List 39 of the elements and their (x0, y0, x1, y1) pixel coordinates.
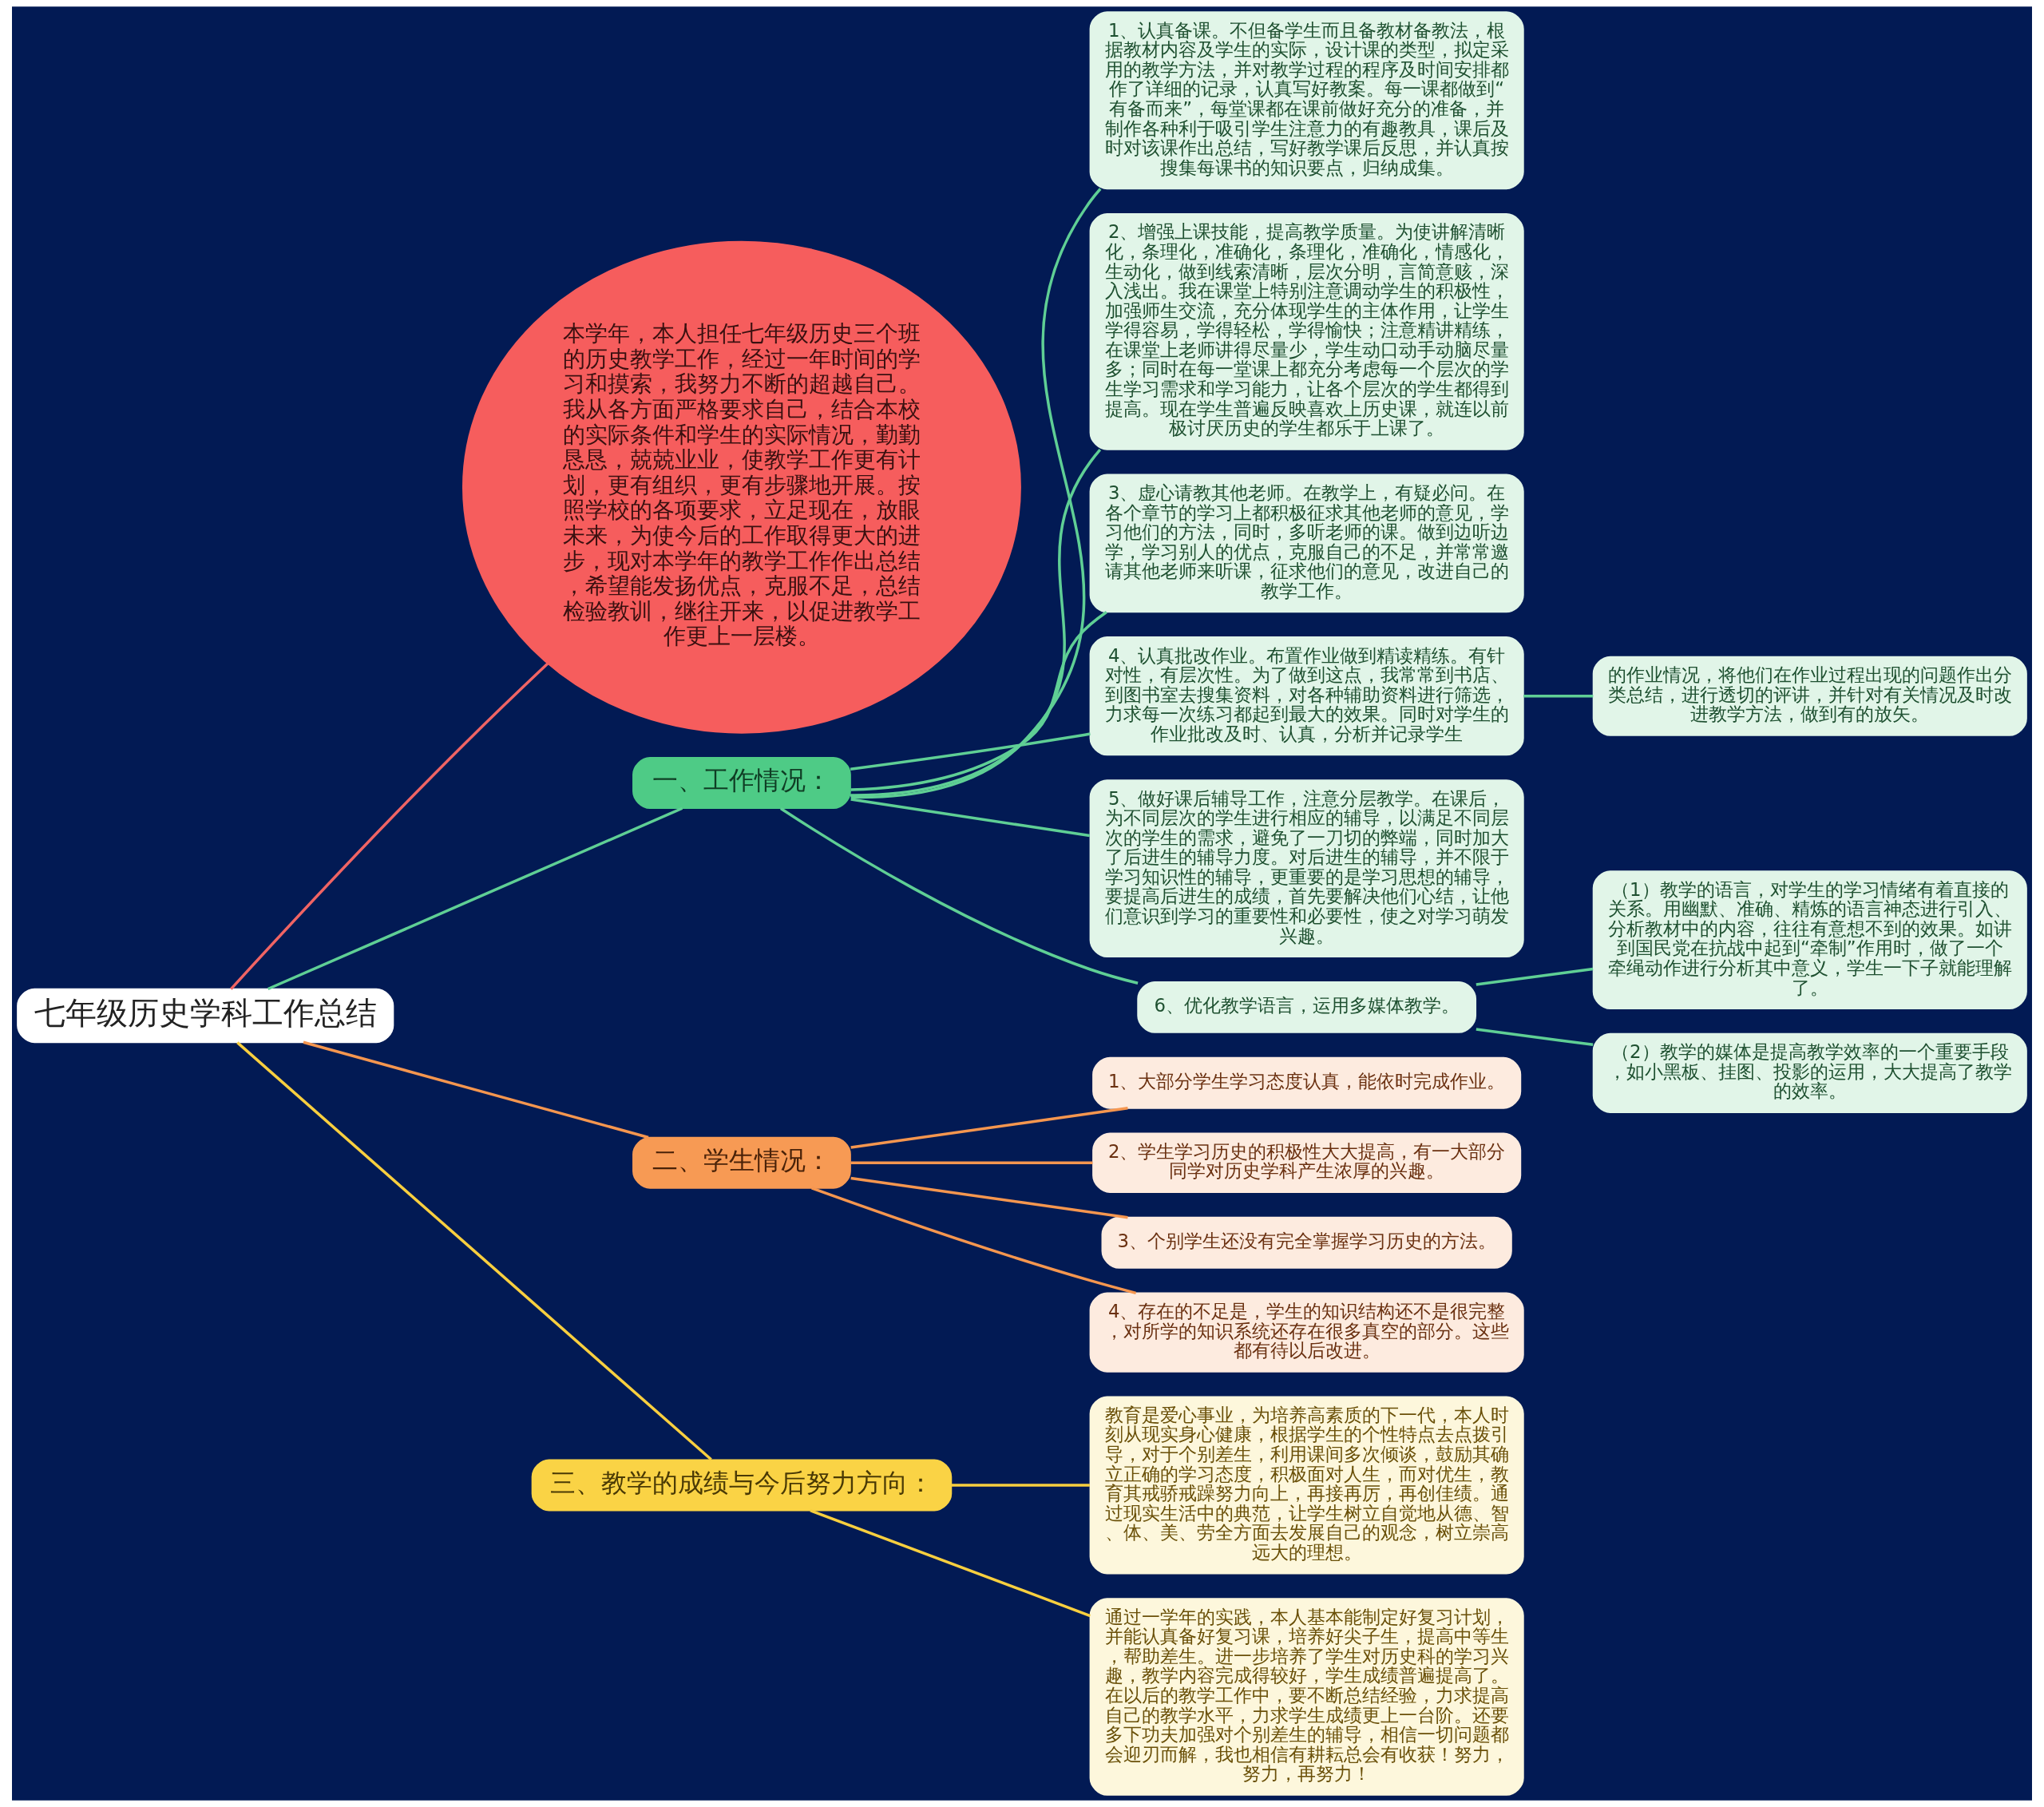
connector (303, 1040, 649, 1139)
node-box: （2）教学的媒体是提高教学效率的一个重要手段，如小黑板、挂图、投影的运用，大大提高了教学的效率。 (1592, 1032, 2027, 1113)
node-ellipse: 本学年，本人担任七年级历史三个班的历史教学工作，经过一年时间的学习和摸索，我努力不断的超越自己。我从各方面严格要求自己，结合本校的实际条件和学生的实际情况，勤勤恳恳，兢兢业业，使教学工作更有计划，更有组织，更有步骤地开展。按照学校的各项要求，立足现在，放眼未来，为使今后的工作取得更大的进步，现对本学年的教学工作作出总结，希望能发扬优点，克服不足，总结检验教训，继往开来，以促进教学工作更上一层楼。 (462, 240, 1021, 734)
node-box: 2、学生学习历史的积极性大大提高，有一大部分同学对历史学科产生浓厚的兴趣。 (1092, 1132, 1522, 1193)
connector (1476, 967, 1594, 986)
connector (850, 449, 1102, 797)
connector (267, 806, 683, 991)
node-box: 5、做好课后辅导工作，注意分层教学。在课后，为不同层次的学生进行相应的辅导，以满足不同层次的学生的需求，避免了一刀切的弊端，同时加大了后进生的辅导力度。对后进生的辅导，并不限于学习知识性的辅导，更重要的是学习思想的辅导，要提高后进生的成绩，首先要解决他们心结，让他们意识到学习的重要性和必要性，使之对学习萌发兴趣。 (1089, 779, 1524, 958)
node-box: 三、教学的成绩与今后努力方向： (531, 1459, 953, 1512)
node-box: 教育是爱心事业，为培养高素质的下一代，本人时刻从现实身心健康，根据学生的个性特点去点拨引导，对于个别差生，利用课间多次倾谈，鼓励其确立正确的学习态度，积极面对人生，而对优生，教育其戒骄戒躁努力向上，再接再厉，再创佳绩。通过现实生活中的典范，让学生树立自觉地从德、智、体、美、劳全方面去发展自己的观念，树立崇高远大的理想。 (1089, 1396, 1524, 1575)
connector (951, 1484, 1090, 1487)
connector (1523, 694, 1594, 698)
node-box: 4、存在的不足是，学生的知识结构还不是很完整，对所学的知识系统还存在很多真空的部分。这些都有待以后改进。 (1089, 1292, 1524, 1373)
connector (850, 798, 1091, 838)
node-box: 1、认真备课。不但备学生而且备教材备教法，根据教材内容及学生的实际，设计课的类型，拟定采用的教学方法，并对教学过程的程序及时间安排都作了详细的记录，认真写好教案。每一课都做到“有备而来”，每堂课都在课前做好充分的准备，并制作各种利于吸引学生注意力的有趣教具，课后及时对该课作出总结，写好教学课后反思，并认真按搜集每课书的知识要点，归纳成集。 (1089, 11, 1524, 190)
node-box: 二、学生情况： (632, 1136, 851, 1189)
node-box: 一、工作情况： (632, 757, 851, 809)
node-box: 七年级历史学科工作总结 (17, 988, 394, 1044)
node-box: 6、优化教学语言，运用多媒体教学。 (1137, 981, 1477, 1033)
connector (230, 662, 549, 990)
connector (850, 1176, 1128, 1219)
connector (1476, 1028, 1594, 1047)
connector (236, 1041, 712, 1461)
node-box: 4、认真批改作业。布置作业做到精读精练。有针对性，有层次性。为了做到这点，我常常到书店、到图书室去搜集资料，对各种辅助资料进行筛选，力求每一次练习都起到最大的效果。同时对学生的作业批改及时、认真，分析并记录学生 (1089, 636, 1524, 756)
node-box: （1）教学的语言，对学生的学习情绪有着直接的关系。用幽默、准确、精炼的语言神态进行引入、分析教材中的内容，往往有意想不到的效果。如讲到国民党在抗战中起到“牵制”作用时，做了一个牵绳动作进行分析其中意义，学生一下子就能理解了。 (1592, 870, 2027, 1010)
connector (811, 1187, 1137, 1295)
node-box: 通过一学年的实践，本人基本能制定好复习计划，并能认真备好复习课，培养好尖子生，提高中等生，帮助差生。进一步培养了学生对历史科的学习兴趣，教学内容完成得较好，学生成绩普遍提高了。在以后的教学工作中，要不断总结经验，力求提高自己的教学水平，力求学生成绩更上一台阶。还要多下功夫加强对个别差生的辅导，相信一切问题都会迎刃而解，我也相信有耕耘总会有收获！努力，努力，再努力！ (1089, 1598, 1524, 1796)
connector (850, 188, 1102, 799)
node-box: 1、大部分学生学习态度认真，能依时完成作业。 (1092, 1056, 1522, 1109)
connector (850, 732, 1091, 771)
node-box: 2、增强上课技能，提高教学质量。为使讲解清晰化，条理化，准确化，条理化，准确化，情感化，生动化，做到线索清晰，层次分明，言简意赅，深入浅出。我在课堂上特别注意调动学生的积极性，加强师生交流，充分体现学生的主体作用，让学生学得容易，学得轻松，学得愉快；注意精讲精练，在课堂上老师讲得尽量少，学生动口动手动脑尽量多；同时在每一堂课上都充分考虑每一个层次的学生学习需求和学习能力，让各个层次的学生都得到提高。现在学生普遍反映喜欢上历史课，就连以前极讨厌历史的学生都乐于上课了。 (1089, 213, 1524, 450)
connector (850, 1107, 1128, 1149)
connector (779, 807, 1139, 985)
node-box: 的作业情况，将他们在作业过程出现的问题作出分类总结，进行透切的评讲，并针对有关情况及时改进教学方法，做到有的放矢。 (1592, 656, 2027, 736)
node-box: 3、个别学生还没有完全掌握学习历史的方法。 (1101, 1216, 1512, 1269)
node-box: 3、虚心请教其他老师。在教学上，有疑必问。在各个章节的学习上都积极征求其他老师的意见，学习他们的方法，同时，多听老师的课。做到边听边学，学习别人的优点，克服自己的不足，并常常邀请其他老师来听课，征求他们的意见，改进自己的教学工作。 (1089, 474, 1524, 613)
connector (810, 1509, 1091, 1618)
connector (850, 1161, 1093, 1164)
connector (850, 611, 1107, 791)
